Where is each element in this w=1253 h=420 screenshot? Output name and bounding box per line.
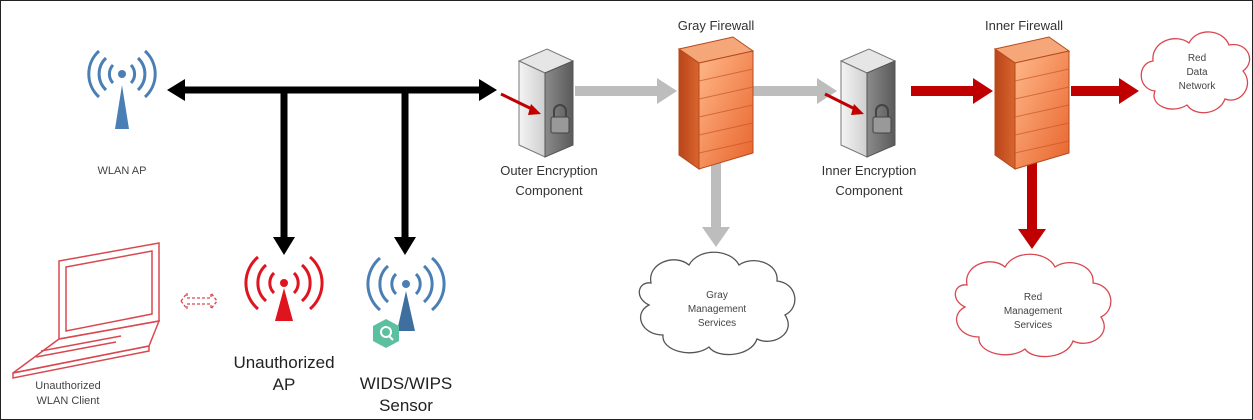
red-data-network-label-line3: Network [1178,81,1216,92]
outer-encryption-server-icon [500,48,575,158]
black-link-to-unauthorized-ap [273,90,295,255]
red-data-network-label-line2: Data [1186,67,1208,78]
dashed-double-arrow [180,291,218,311]
wlan-ap-label: WLAN AP [97,165,147,177]
inner-encryption-server-icon [824,48,897,158]
outer-encryption-label-line2: Component [515,183,583,198]
black-link-horizontal [167,79,497,101]
laptop-icon [12,242,161,379]
gray-management-cloud [638,251,796,356]
red-link-to-red-management [1018,163,1046,249]
unauthorized-ap-label-line2: AP [272,375,296,394]
inner-encryption-label-line2: Component [835,183,903,198]
unauthorized-client-label-line2: WLAN Client [36,395,100,407]
red-data-network-label-line1: Red [1187,53,1207,64]
inner-firewall-label: Inner Firewall [984,18,1064,33]
gray-link-to-gray-management [702,163,730,247]
gray-firewall-label: Gray Firewall [677,18,755,33]
red-data-network-cloud [1140,31,1251,114]
inner-encryption-label-line1: Inner Encryption [821,163,917,178]
red-link-inner-to-inner-firewall [911,78,993,104]
unauthorized-client-label-line1: Unauthorized [35,380,101,392]
unauthorized-ap-label-line1: Unauthorized [233,353,335,372]
wids-sensor-icon [366,256,446,348]
inner-firewall-icon [993,36,1071,170]
wids-sensor-label-line2: Sensor [379,396,433,415]
unauthorized-ap-icon [244,255,324,321]
gray-management-label-line2: Management [687,304,747,315]
red-management-label-line2: Management [1003,306,1063,317]
gray-link-gray-firewall-to-inner [753,78,837,104]
gray-link-outer-to-gray-firewall [575,78,677,104]
wids-sensor-label-line1: WIDS/WIPS [359,374,453,393]
outer-encryption-label-line1: Outer Encryption [500,163,598,178]
black-link-to-wids-sensor [394,90,416,255]
gray-firewall-icon [677,36,755,170]
wlan-ap-icon [87,49,157,129]
red-link-inner-firewall-to-red-data [1071,78,1139,104]
gray-management-label-line3: Services [697,318,737,329]
red-management-label-line1: Red [1023,292,1043,303]
red-management-label-line3: Services [1013,320,1053,331]
red-management-cloud [954,253,1112,358]
gray-management-label-line1: Gray [706,290,728,301]
